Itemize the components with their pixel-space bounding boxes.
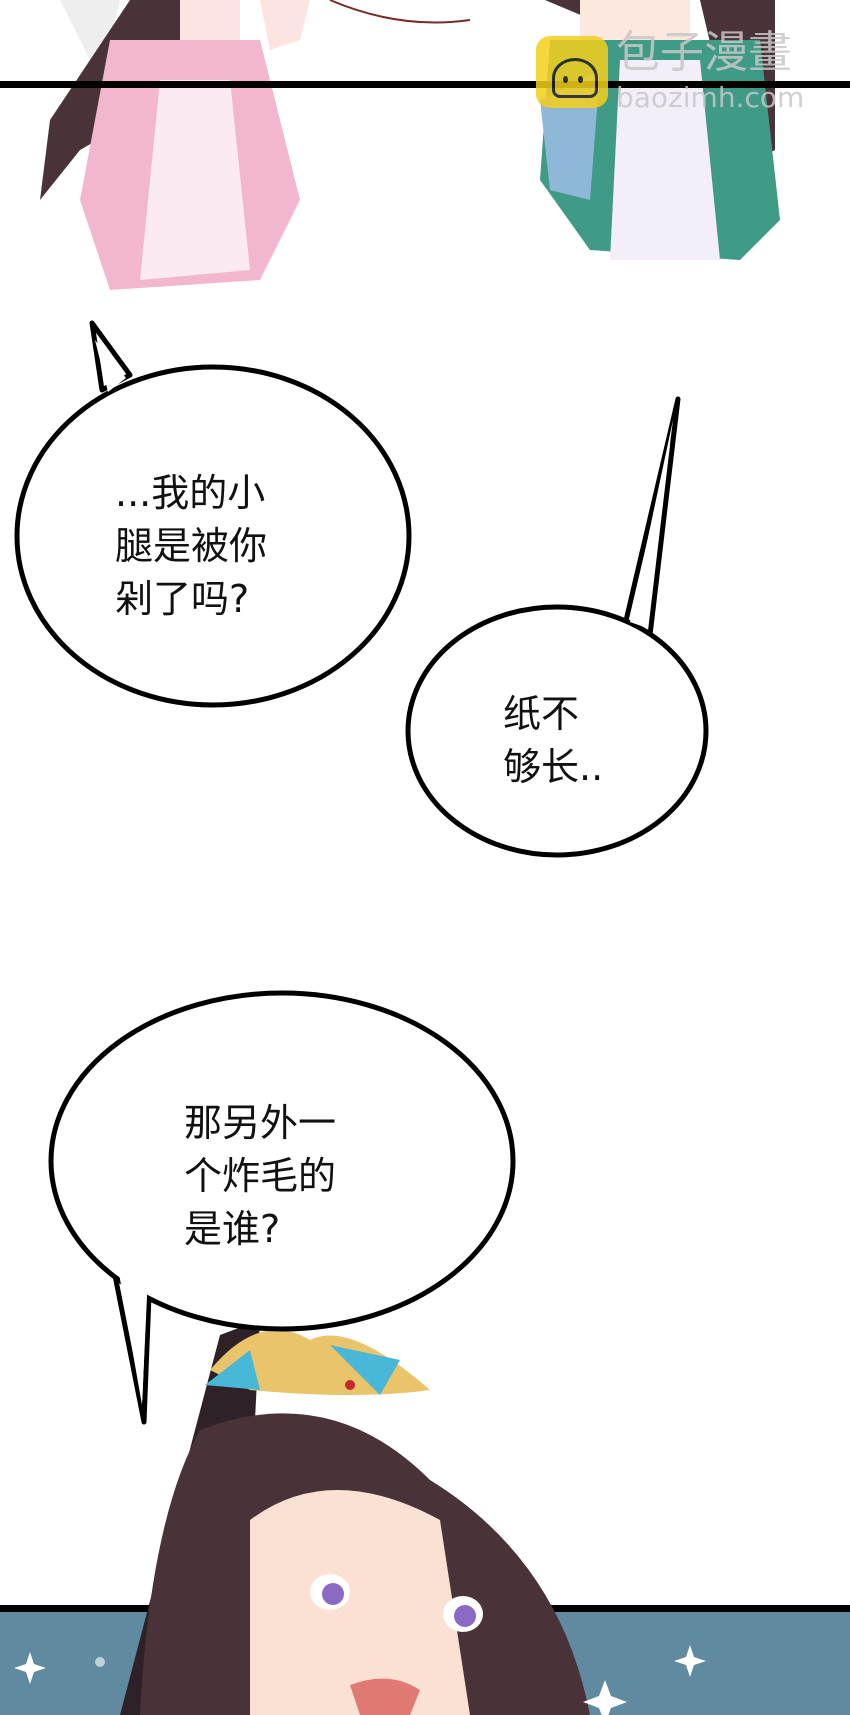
panel-border — [0, 81, 850, 88]
watermark: 包子漫畫 baozimh.com — [536, 30, 836, 116]
sparkles — [14, 1645, 706, 1715]
speech-bubbles — [14, 320, 709, 1425]
top-panel-characters — [40, 0, 780, 290]
speech-bubble-1-text: ...我的小 腿是被你 剁了吗? — [115, 471, 268, 621]
watermark-url: baozimh.com — [616, 81, 805, 114]
woman-character — [120, 1320, 590, 1715]
speech-bubble-2-text: 纸不 够长.. — [503, 692, 604, 789]
speech-bubble-3-text: 那另外一 个炸毛的 是谁? — [184, 1101, 337, 1251]
watermark-title: 包子漫畫 — [616, 27, 792, 78]
baozi-logo-icon — [536, 36, 608, 108]
